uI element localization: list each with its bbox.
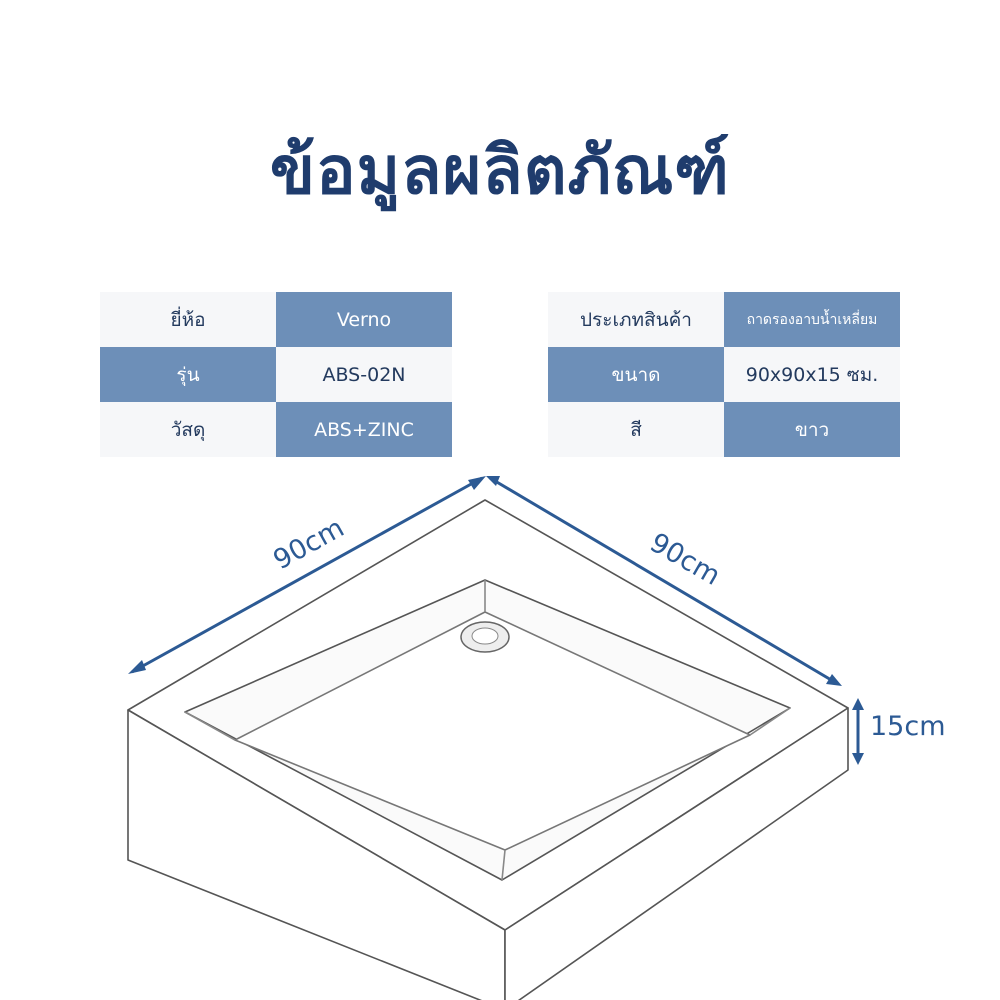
type-label: ประเภทสินค้า — [548, 292, 724, 347]
color-label: สี — [548, 402, 724, 457]
model-label: รุ่น — [100, 347, 276, 402]
tray-outline — [127, 499, 849, 1000]
table-row: วัสดุ ABS+ZINC — [100, 402, 452, 457]
brand-label: ยี่ห้อ — [100, 292, 276, 347]
color-value: ขาว — [724, 402, 900, 457]
spec-table-left: ยี่ห้อ Verno รุ่น ABS-02N วัสดุ ABS+ZINC — [100, 292, 452, 457]
size-label: ขนาด — [548, 347, 724, 402]
width-label: 90cm — [268, 512, 349, 576]
page-title: ข้อมูลผลิตภัณฑ์ — [269, 132, 731, 209]
height-label: 15cm — [870, 711, 946, 742]
brand-value: Verno — [276, 292, 452, 347]
table-row: ขนาด 90x90x15 ซม. — [548, 347, 900, 402]
depth-label: 90cm — [645, 527, 726, 592]
table-row: รุ่น ABS-02N — [100, 347, 452, 402]
material-value: ABS+ZINC — [276, 402, 452, 457]
type-value: ถาดรองอาบน้ำเหลี่ยม — [724, 292, 900, 347]
table-row: สี ขาว — [548, 402, 900, 457]
table-row: ประเภทสินค้า ถาดรองอาบน้ำเหลี่ยม — [548, 292, 900, 347]
size-value: 90x90x15 ซม. — [724, 347, 900, 402]
drain-icon — [460, 621, 510, 653]
spec-table-right: ประเภทสินค้า ถาดรองอาบน้ำเหลี่ยม ขนาด 90… — [548, 292, 900, 457]
table-row: ยี่ห้อ Verno — [100, 292, 452, 347]
material-label: วัสดุ — [100, 402, 276, 457]
model-value: ABS-02N — [276, 347, 452, 402]
dimension-arrows — [128, 476, 864, 765]
